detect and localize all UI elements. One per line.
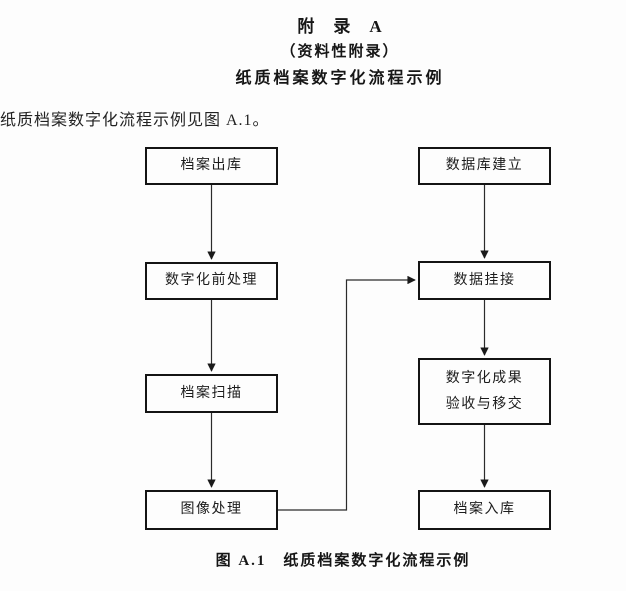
flow-node-archive-scanning: 档案扫描 [145, 374, 278, 413]
appendix-title: 附 录 A [297, 17, 383, 36]
flow-node-database-setup: 数据库建立 [418, 147, 551, 185]
figure-caption: 图 A.1 纸质档案数字化流程示例 [215, 553, 471, 569]
appendix-section-title: 纸质档案数字化流程示例 [235, 70, 445, 87]
flow-node-image-processing: 图像处理 [145, 490, 278, 530]
flow-node-pre-digitization-processing: 数字化前处理 [145, 262, 278, 300]
flow-node-archive-out: 档案出库 [145, 147, 278, 185]
arrow-image-processing-to-data-linking [278, 275, 416, 511]
appendix-subtitle: （资料性附录） [280, 44, 400, 60]
flow-node-data-linking: 数据挂接 [418, 261, 551, 300]
flow-node-archive-in: 档案入库 [418, 490, 551, 530]
flow-node-acceptance-and-transfer: 数字化成果 验收与移交 [418, 358, 551, 425]
intro-paragraph: 纸质档案数字化流程示例见图 A.1。 [0, 112, 270, 129]
